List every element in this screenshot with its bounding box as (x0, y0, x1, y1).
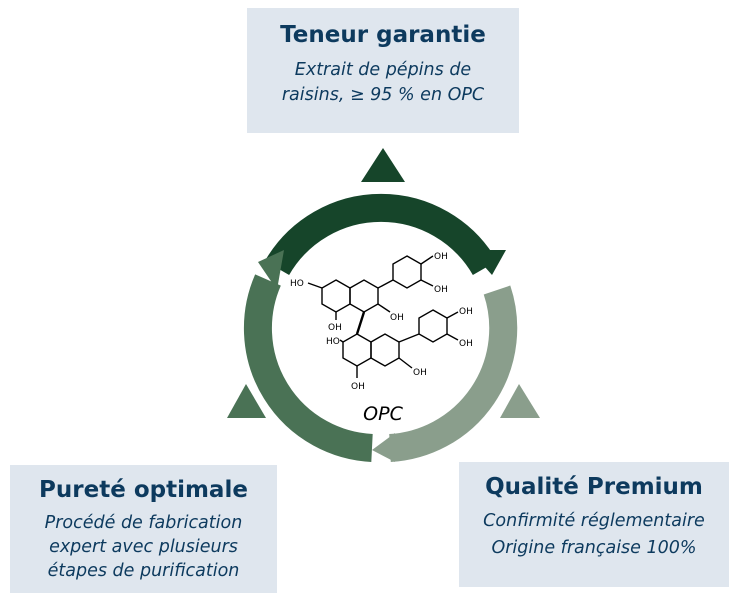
box-line: Extrait de pépins de (294, 60, 472, 80)
box-purete-optimale: Pureté optimale Procédé de fabrication ex… (10, 465, 277, 593)
label-oh-2: OH (390, 313, 404, 323)
arc-top-dark (264, 193, 498, 276)
box-line: étapes de purification (47, 561, 240, 581)
box-title: Qualité Premium (485, 474, 703, 500)
label-oh-4: OH (434, 285, 448, 295)
box-teneur-garantie: Teneur garantie Extrait de pépins de rais… (247, 8, 519, 133)
triangle-left (227, 384, 266, 418)
label-ho-1: HO (290, 279, 304, 289)
label-oh-7: OH (459, 307, 473, 317)
box-line: raisins, ≥ 95 % en OPC (281, 85, 485, 105)
arrowhead-top-dark (470, 250, 506, 275)
box-line: Origine française 100% (491, 538, 697, 558)
arc-right-light (388, 285, 518, 462)
label-oh-1: OH (328, 323, 342, 333)
arc-left-medium (243, 274, 373, 462)
label-oh-6: OH (413, 368, 427, 378)
triangle-top (361, 148, 405, 182)
box-line: Procédé de fabrication (44, 513, 243, 533)
box-line: Confirmité réglementaire (483, 511, 705, 531)
arrowhead-right-light (372, 433, 395, 462)
box-line: expert avec plusieurs (49, 537, 238, 557)
opc-label: OPC (363, 403, 403, 425)
label-ho-2: HO (326, 337, 340, 347)
box-title: Pureté optimale (39, 477, 248, 503)
label-oh-3: OH (434, 252, 448, 262)
label-oh-5: OH (351, 382, 365, 392)
arrowhead-left-medium (258, 250, 284, 290)
triangle-right (500, 384, 540, 418)
opc-molecule (307, 255, 459, 378)
box-title: Teneur garantie (280, 22, 486, 48)
box-qualite-premium: Qualité Premium Confirmité réglementaire… (459, 462, 729, 587)
label-oh-8: OH (459, 339, 473, 349)
